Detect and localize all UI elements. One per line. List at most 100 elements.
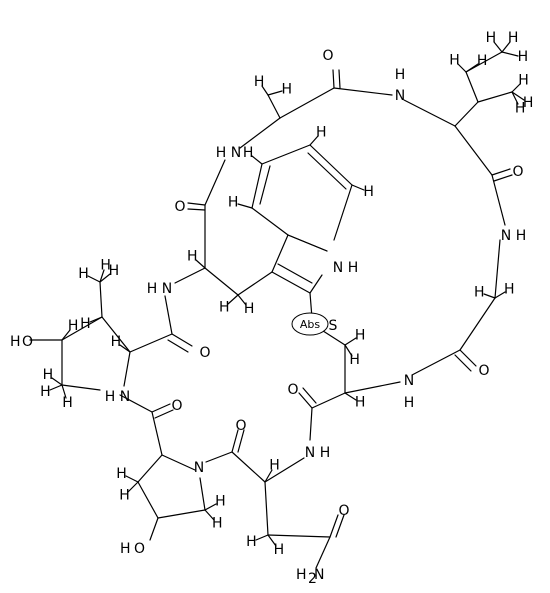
- hydrogen-stub-label: H: [518, 73, 529, 89]
- atom-nitrogen: N: [162, 281, 172, 297]
- atom-oxygen: O: [287, 382, 298, 398]
- bond: [119, 394, 153, 413]
- bond: [187, 202, 206, 206]
- bond: [332, 69, 335, 89]
- bond: [264, 481, 269, 536]
- atom-labels: O N H O N H N H O O O N H O N H O N H O …: [10, 48, 526, 587]
- bond: [187, 208, 206, 211]
- atom-nitrogen: N: [333, 260, 343, 276]
- bond: [231, 429, 239, 453]
- bond: [51, 377, 63, 386]
- bond: [311, 392, 346, 409]
- bond: [298, 392, 313, 409]
- bond: [199, 477, 206, 511]
- bond: [125, 475, 139, 483]
- bond: [61, 316, 103, 341]
- bond: [237, 429, 245, 453]
- bond: [264, 469, 273, 483]
- bond: [61, 384, 67, 399]
- bond: [459, 297, 496, 351]
- atom-hydrogen: H: [147, 281, 158, 297]
- bond: [231, 451, 266, 483]
- bond: [454, 125, 493, 176]
- bond: [344, 381, 401, 394]
- bond: [319, 328, 346, 346]
- bond: [251, 155, 263, 165]
- bond: [277, 263, 313, 284]
- atom-oxygen: O: [174, 199, 185, 215]
- bond: [171, 333, 193, 347]
- bond: [309, 274, 323, 294]
- bond: [287, 234, 328, 252]
- atom-sulfur: S: [329, 318, 338, 334]
- bond: [403, 99, 456, 127]
- bond: [493, 41, 503, 53]
- hydrogen-stub-label: H: [449, 53, 460, 69]
- hydrogen-stubs: [49, 41, 525, 547]
- bond: [267, 90, 283, 96]
- bond: [344, 392, 357, 401]
- bond: [261, 144, 311, 165]
- bond: [164, 295, 173, 335]
- bond: [271, 234, 289, 273]
- bond: [237, 203, 253, 209]
- bond: [454, 354, 472, 372]
- atom-oxygen: O: [171, 398, 182, 414]
- atom-hydrogen: H: [120, 541, 131, 557]
- bond: [237, 271, 273, 296]
- bond: [411, 349, 461, 376]
- bond: [174, 267, 206, 284]
- bond: [459, 349, 477, 367]
- bond: [129, 333, 173, 353]
- hydrogen-stub-label: H: [116, 466, 127, 482]
- bond: [494, 239, 501, 299]
- atom-nitrogen: N: [231, 145, 241, 161]
- hydrogen-stub-label: H: [187, 249, 198, 265]
- hydrogen-stub-label: H: [363, 184, 374, 200]
- atom-nitrogen: N: [501, 228, 511, 244]
- bond: [267, 94, 281, 119]
- bond: [344, 344, 353, 357]
- bond: [465, 71, 479, 103]
- bond: [251, 207, 289, 236]
- bond: [333, 87, 393, 96]
- bond: [157, 509, 206, 519]
- bond: [309, 144, 353, 186]
- atom-hydrogen: H: [320, 445, 331, 461]
- bond: [307, 152, 347, 190]
- atom-oxygen: O: [199, 345, 210, 361]
- bond: [151, 403, 171, 413]
- atom-nitrogen: N: [314, 567, 324, 583]
- bond: [61, 384, 101, 391]
- hydrogen-stub-label: H: [62, 395, 73, 411]
- bond: [501, 41, 511, 53]
- atom-nitrogen: N: [395, 88, 405, 104]
- hydrogen-stub-label: H: [109, 263, 120, 279]
- bond: [227, 294, 239, 305]
- bond: [151, 411, 163, 456]
- bond: [351, 184, 365, 191]
- atom-oxygen: O: [134, 541, 145, 557]
- atom-hydrogen: H: [404, 395, 415, 411]
- hydrogen-stub-label: H: [228, 195, 239, 211]
- hydrogen-stub-label: H: [474, 284, 485, 300]
- hydrogen-stub-label: H: [523, 95, 534, 111]
- bond: [279, 87, 335, 119]
- bond: [465, 63, 479, 73]
- bond: [251, 163, 263, 209]
- bond-lines: [29, 51, 513, 569]
- atom-hydrogen: H: [105, 389, 116, 405]
- bond: [309, 407, 313, 441]
- bond: [491, 168, 511, 176]
- hydrogen-stub-label: H: [274, 542, 285, 558]
- bond: [511, 83, 521, 93]
- hydrogen-stub-label: H: [518, 49, 529, 65]
- hydrogen-stub-label: H: [111, 334, 122, 350]
- hydrogen-stub-label: H: [100, 257, 111, 273]
- bond: [204, 159, 226, 206]
- stereo-abs-label: Abs: [300, 318, 321, 331]
- hydrogen-stub-label: H: [215, 494, 226, 510]
- bond: [261, 85, 269, 96]
